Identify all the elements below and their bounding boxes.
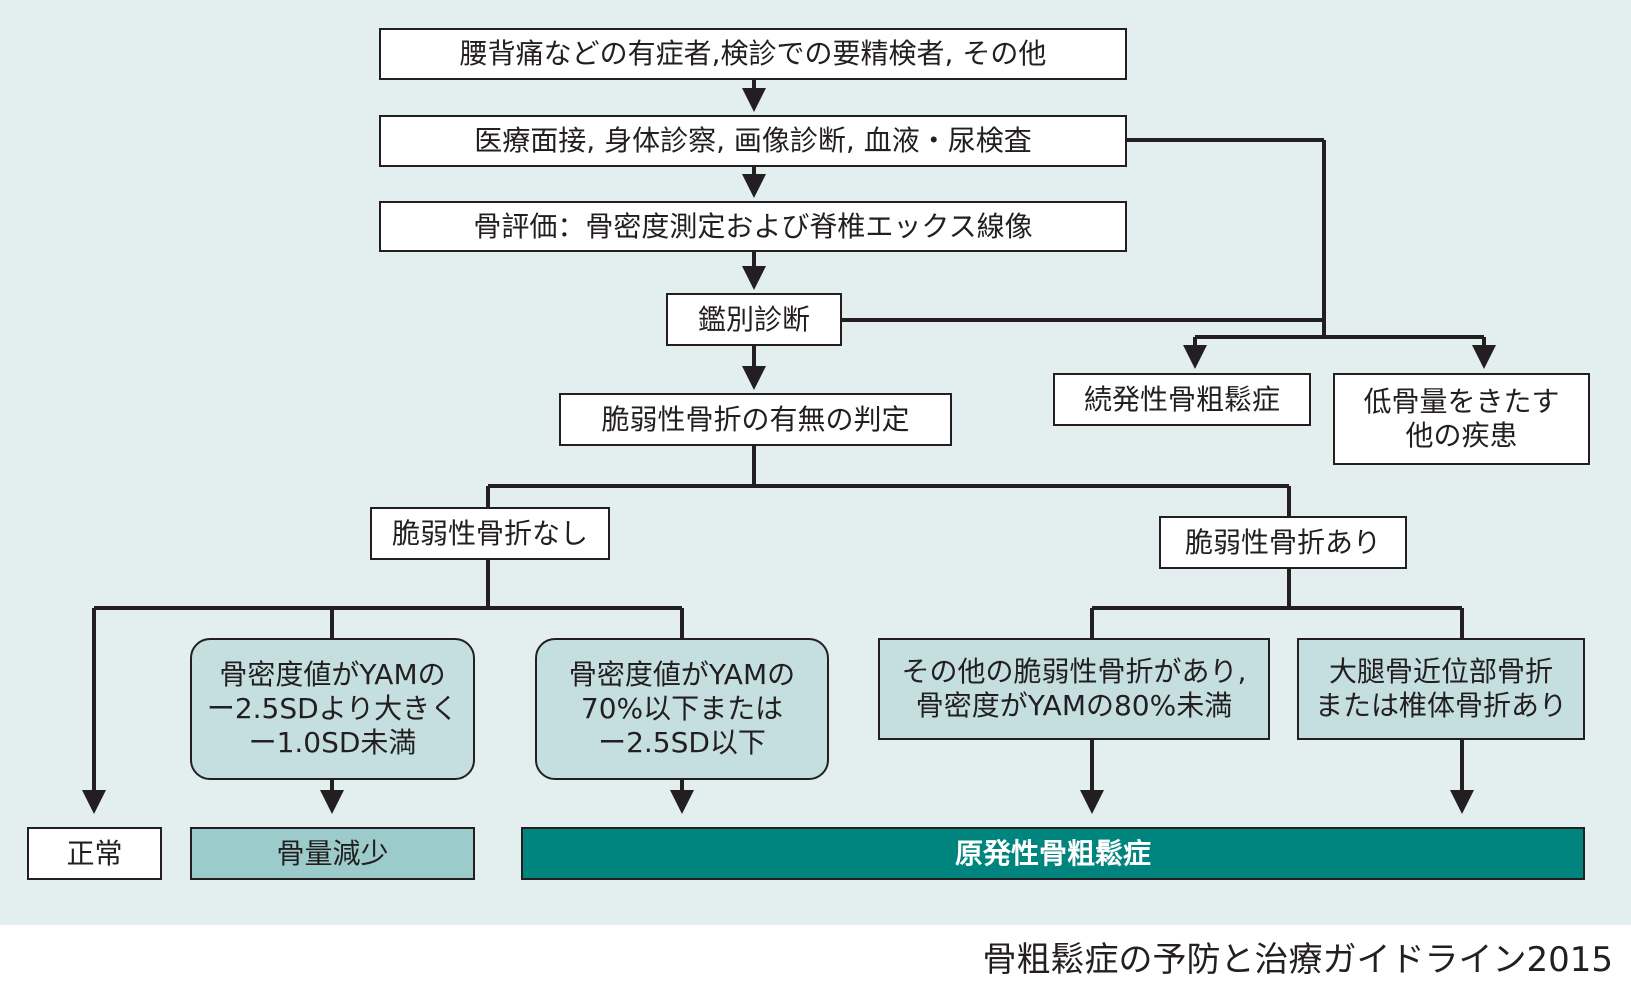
osteopenia-text: 骨量減少 bbox=[276, 836, 389, 870]
bmd-mid-line3: ー1.0SD未満 bbox=[248, 726, 417, 759]
normal-box: 正常 bbox=[27, 827, 162, 880]
start-text: 腰背痛などの有症者,検診での要精検者, その他 bbox=[459, 37, 1047, 70]
bmd-low-line2: 70%以下または bbox=[580, 692, 784, 725]
bmd-mid-box: 骨密度値がYAMの ー2.5SDより大きく ー1.0SD未満 bbox=[190, 638, 475, 780]
hip-fracture-box: 大腿骨近位部骨折 または椎体骨折あり bbox=[1297, 638, 1585, 740]
other-disease-box: 低骨量をきたす 他の疾患 bbox=[1333, 373, 1590, 465]
fracture-judgment-text: 脆弱性骨折の有無の判定 bbox=[601, 402, 910, 436]
connector-lines bbox=[82, 80, 1496, 814]
other-disease-line2: 他の疾患 bbox=[1405, 419, 1518, 452]
source-caption: 骨粗鬆症の予防と治療ガイドライン2015 bbox=[982, 940, 1613, 980]
exam-text: 医療面接, 身体診察, 画像診断, 血液・尿検査 bbox=[474, 124, 1032, 157]
primary-text: 原発性骨粗鬆症 bbox=[954, 836, 1151, 870]
bmd-low-box: 骨密度値がYAMの 70%以下または ー2.5SD以下 bbox=[535, 638, 829, 780]
other-fracture-line2: 骨密度がYAMの80%未満 bbox=[915, 689, 1233, 722]
with-fracture-text: 脆弱性骨折あり bbox=[1184, 525, 1381, 559]
differential-box: 鑑別診断 bbox=[666, 293, 842, 346]
bmd-low-line3: ー2.5SD以下 bbox=[598, 726, 766, 759]
hip-fracture-line1: 大腿骨近位部骨折 bbox=[1328, 655, 1553, 688]
other-disease-line1: 低骨量をきたす bbox=[1363, 385, 1560, 418]
with-fracture-box: 脆弱性骨折あり bbox=[1159, 516, 1407, 569]
bmd-low-line1: 骨密度値がYAMの bbox=[568, 658, 796, 691]
osteopenia-box: 骨量減少 bbox=[190, 827, 475, 880]
normal-text: 正常 bbox=[66, 836, 123, 870]
secondary-text: 続発性骨粗鬆症 bbox=[1083, 382, 1280, 416]
secondary-osteoporosis-box: 続発性骨粗鬆症 bbox=[1053, 373, 1311, 426]
primary-osteoporosis-box: 原発性骨粗鬆症 bbox=[521, 827, 1585, 880]
no-fracture-text: 脆弱性骨折なし bbox=[391, 516, 588, 550]
fracture-judgment-box: 脆弱性骨折の有無の判定 bbox=[559, 393, 952, 446]
bmd-mid-line1: 骨密度値がYAMの bbox=[219, 658, 446, 691]
no-fracture-box: 脆弱性骨折なし bbox=[370, 507, 610, 560]
bone-eval-box: 骨評価：骨密度測定および脊椎エックス線像 bbox=[379, 201, 1127, 252]
exam-box: 医療面接, 身体診察, 画像診断, 血液・尿検査 bbox=[379, 115, 1127, 167]
bmd-mid-line2: ー2.5SDより大きく bbox=[206, 692, 459, 725]
differential-text: 鑑別診断 bbox=[697, 302, 810, 336]
hip-fracture-line2: または椎体骨折あり bbox=[1314, 689, 1567, 722]
bone-eval-text: 骨評価：骨密度測定および脊椎エックス線像 bbox=[473, 209, 1033, 243]
other-fracture-box: その他の脆弱性骨折があり, 骨密度がYAMの80%未満 bbox=[878, 638, 1270, 740]
other-fracture-line1: その他の脆弱性骨折があり, bbox=[901, 655, 1247, 688]
start-box: 腰背痛などの有症者,検診での要精検者, その他 bbox=[379, 28, 1127, 80]
